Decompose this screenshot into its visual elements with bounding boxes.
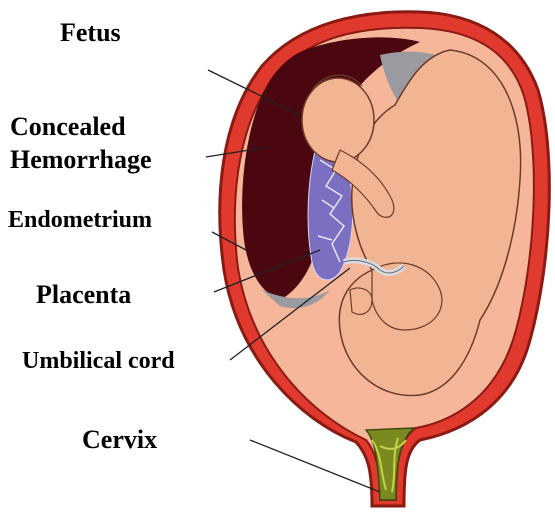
label-placenta: Placenta — [36, 280, 131, 310]
label-fetus: Fetus — [60, 18, 121, 48]
label-concealed-hemorrhage-line2: Hemorrhage — [10, 145, 152, 175]
label-cervix: Cervix — [82, 425, 157, 455]
label-concealed-hemorrhage-line1: Concealed — [10, 112, 126, 142]
label-umbilical-cord: Umbilical cord — [22, 346, 175, 376]
label-endometrium: Endometrium — [8, 205, 152, 235]
fetus-head — [302, 78, 374, 162]
